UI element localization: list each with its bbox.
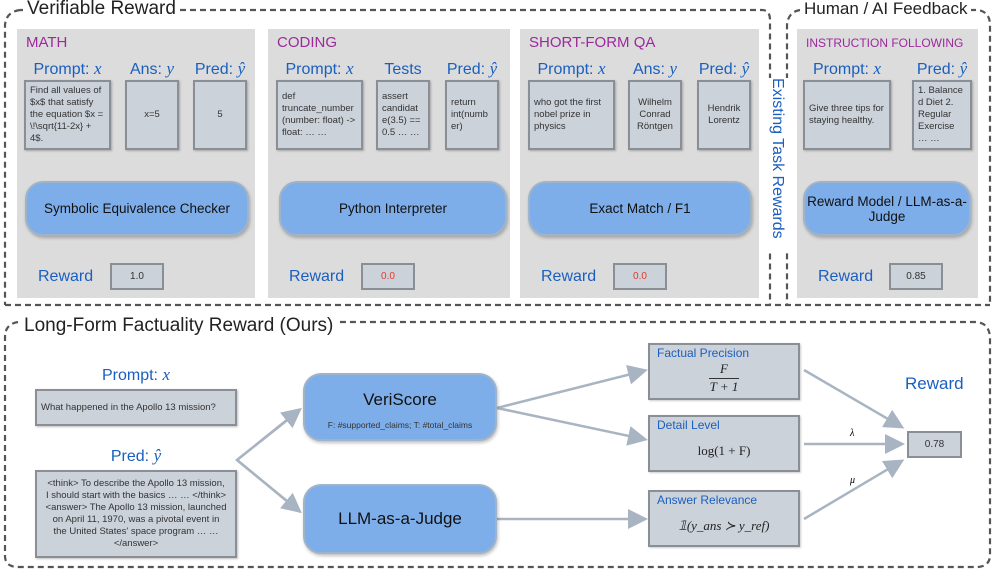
veriscore-note: F: #supported_claims; T: #total_claims bbox=[327, 420, 473, 430]
input-box: Hendrik Lorentz bbox=[697, 80, 751, 150]
arrow bbox=[236, 407, 302, 461]
arrow bbox=[496, 364, 648, 410]
detail-level-formula: log(1 + F) bbox=[697, 443, 751, 458]
ours-reward-value: 0.78 bbox=[907, 431, 962, 458]
factual-precision-box: Factual Precision F T + 1 bbox=[648, 343, 800, 400]
input-box: assert candidat e(3.5) == 0.5 … … bbox=[376, 80, 430, 150]
input-box: def truncate_number (number: float) -> f… bbox=[276, 80, 363, 150]
section-title-ours: Long-Form Factuality Reward (Ours) bbox=[20, 315, 338, 337]
column-label: Ans: y bbox=[632, 59, 677, 78]
answer-relevance-formula: 𝟙(y_ans ≻ y_ref) bbox=[678, 518, 770, 533]
arrow bbox=[236, 459, 302, 514]
detail-level-title: Detail Level bbox=[657, 418, 720, 432]
input-box: Wilhelm Conrad Röntgen bbox=[628, 80, 682, 150]
answer-relevance-title: Answer Relevance bbox=[657, 493, 758, 507]
panel-short-form-qa bbox=[520, 29, 759, 298]
reward-label: Reward bbox=[541, 268, 597, 285]
answer-relevance-box: Answer Relevance 𝟙(y_ans ≻ y_ref) bbox=[648, 490, 800, 547]
ours-pred-box: <think> To describe the Apollo 13 missio… bbox=[35, 470, 237, 558]
panel-title-math: MATH bbox=[26, 34, 68, 51]
panel-title-instruction-following: INSTRUCTION FOLLOWING bbox=[806, 36, 964, 50]
section-title-feedback: Human / AI Feedback bbox=[800, 0, 972, 19]
ours-pred-label: Pred: ŷ bbox=[110, 446, 162, 465]
input-box: who got the first nobel prize in physics bbox=[528, 80, 615, 150]
ours-prompt-box: What happened in the Apollo 13 mission? bbox=[35, 389, 237, 426]
column-label: Ans: y bbox=[129, 59, 174, 78]
panel-instruction-following bbox=[797, 29, 978, 298]
mu-label: μ bbox=[850, 475, 856, 486]
ours-reward-label: Reward bbox=[905, 374, 964, 393]
reward-label: Reward bbox=[818, 268, 874, 285]
input-box: 1. Balance d Diet 2. Regular Exercise … … bbox=[912, 80, 972, 150]
ours-frame bbox=[3, 303, 992, 569]
column-label: Tests bbox=[384, 61, 422, 78]
column-label: Prompt: x bbox=[33, 59, 102, 78]
arrow bbox=[803, 368, 905, 429]
section-title-verifiable: Verifiable Reward bbox=[23, 0, 180, 20]
factual-precision-formula: F T + 1 bbox=[709, 361, 739, 394]
panel-title-short-form-qa: SHORT-FORM QA bbox=[529, 34, 656, 51]
reward-value: 0.0 bbox=[361, 263, 415, 290]
veriscore-title: VeriScore bbox=[363, 390, 437, 409]
column-label: Prompt: x bbox=[537, 59, 606, 78]
feedback-frame bbox=[785, 8, 992, 305]
input-box: Give three tips for staying healthy. bbox=[803, 80, 891, 150]
input-box: 5 bbox=[193, 80, 247, 150]
checker-box: Exact Match / F1 bbox=[528, 181, 752, 236]
factual-precision-title: Factual Precision bbox=[657, 346, 750, 360]
split-arrow bbox=[235, 409, 301, 513]
llm-judge-box: LLM-as-a-Judge bbox=[303, 484, 497, 554]
input-box: x=5 bbox=[125, 80, 179, 150]
input-box: Find all values of $x$ that satisfy the … bbox=[24, 80, 111, 150]
lambda-label: λ bbox=[850, 428, 855, 439]
ours-prompt-label: Prompt: x bbox=[101, 365, 170, 384]
verifiable-frame bbox=[20, 8, 772, 305]
panel-title-coding: CODING bbox=[277, 34, 337, 51]
column-label: Pred: ŷ bbox=[446, 59, 498, 78]
detail-level-box: Detail Level log(1 + F) bbox=[648, 415, 800, 472]
checker-box: Symbolic Equivalence Checker bbox=[25, 181, 249, 236]
column-label: Pred: ŷ bbox=[194, 59, 246, 78]
column-label: Pred: ŷ bbox=[916, 59, 968, 78]
column-label: Prompt: x bbox=[285, 59, 354, 78]
reward-label: Reward bbox=[289, 268, 345, 285]
reward-value: 0.0 bbox=[613, 263, 667, 290]
panel-coding bbox=[268, 29, 510, 298]
existing-task-rewards-label: Existing Task Rewards bbox=[769, 78, 786, 239]
veriscore-box: VeriScore F: #supported_claims; T: #tota… bbox=[303, 373, 497, 441]
reward-value: 0.85 bbox=[889, 263, 943, 290]
checker-box: Reward Model / LLM-as-a-Judge bbox=[803, 181, 971, 236]
checker-box: Python Interpreter bbox=[279, 181, 507, 236]
input-box: return int(numb er) bbox=[445, 80, 499, 150]
reward-label: Reward bbox=[38, 268, 94, 285]
column-label: Prompt: x bbox=[812, 59, 881, 78]
reward-value: 1.0 bbox=[110, 263, 164, 290]
panel-math bbox=[17, 29, 255, 298]
arrow bbox=[803, 459, 905, 521]
column-label: Pred: ŷ bbox=[698, 59, 750, 78]
arrow bbox=[496, 406, 648, 446]
